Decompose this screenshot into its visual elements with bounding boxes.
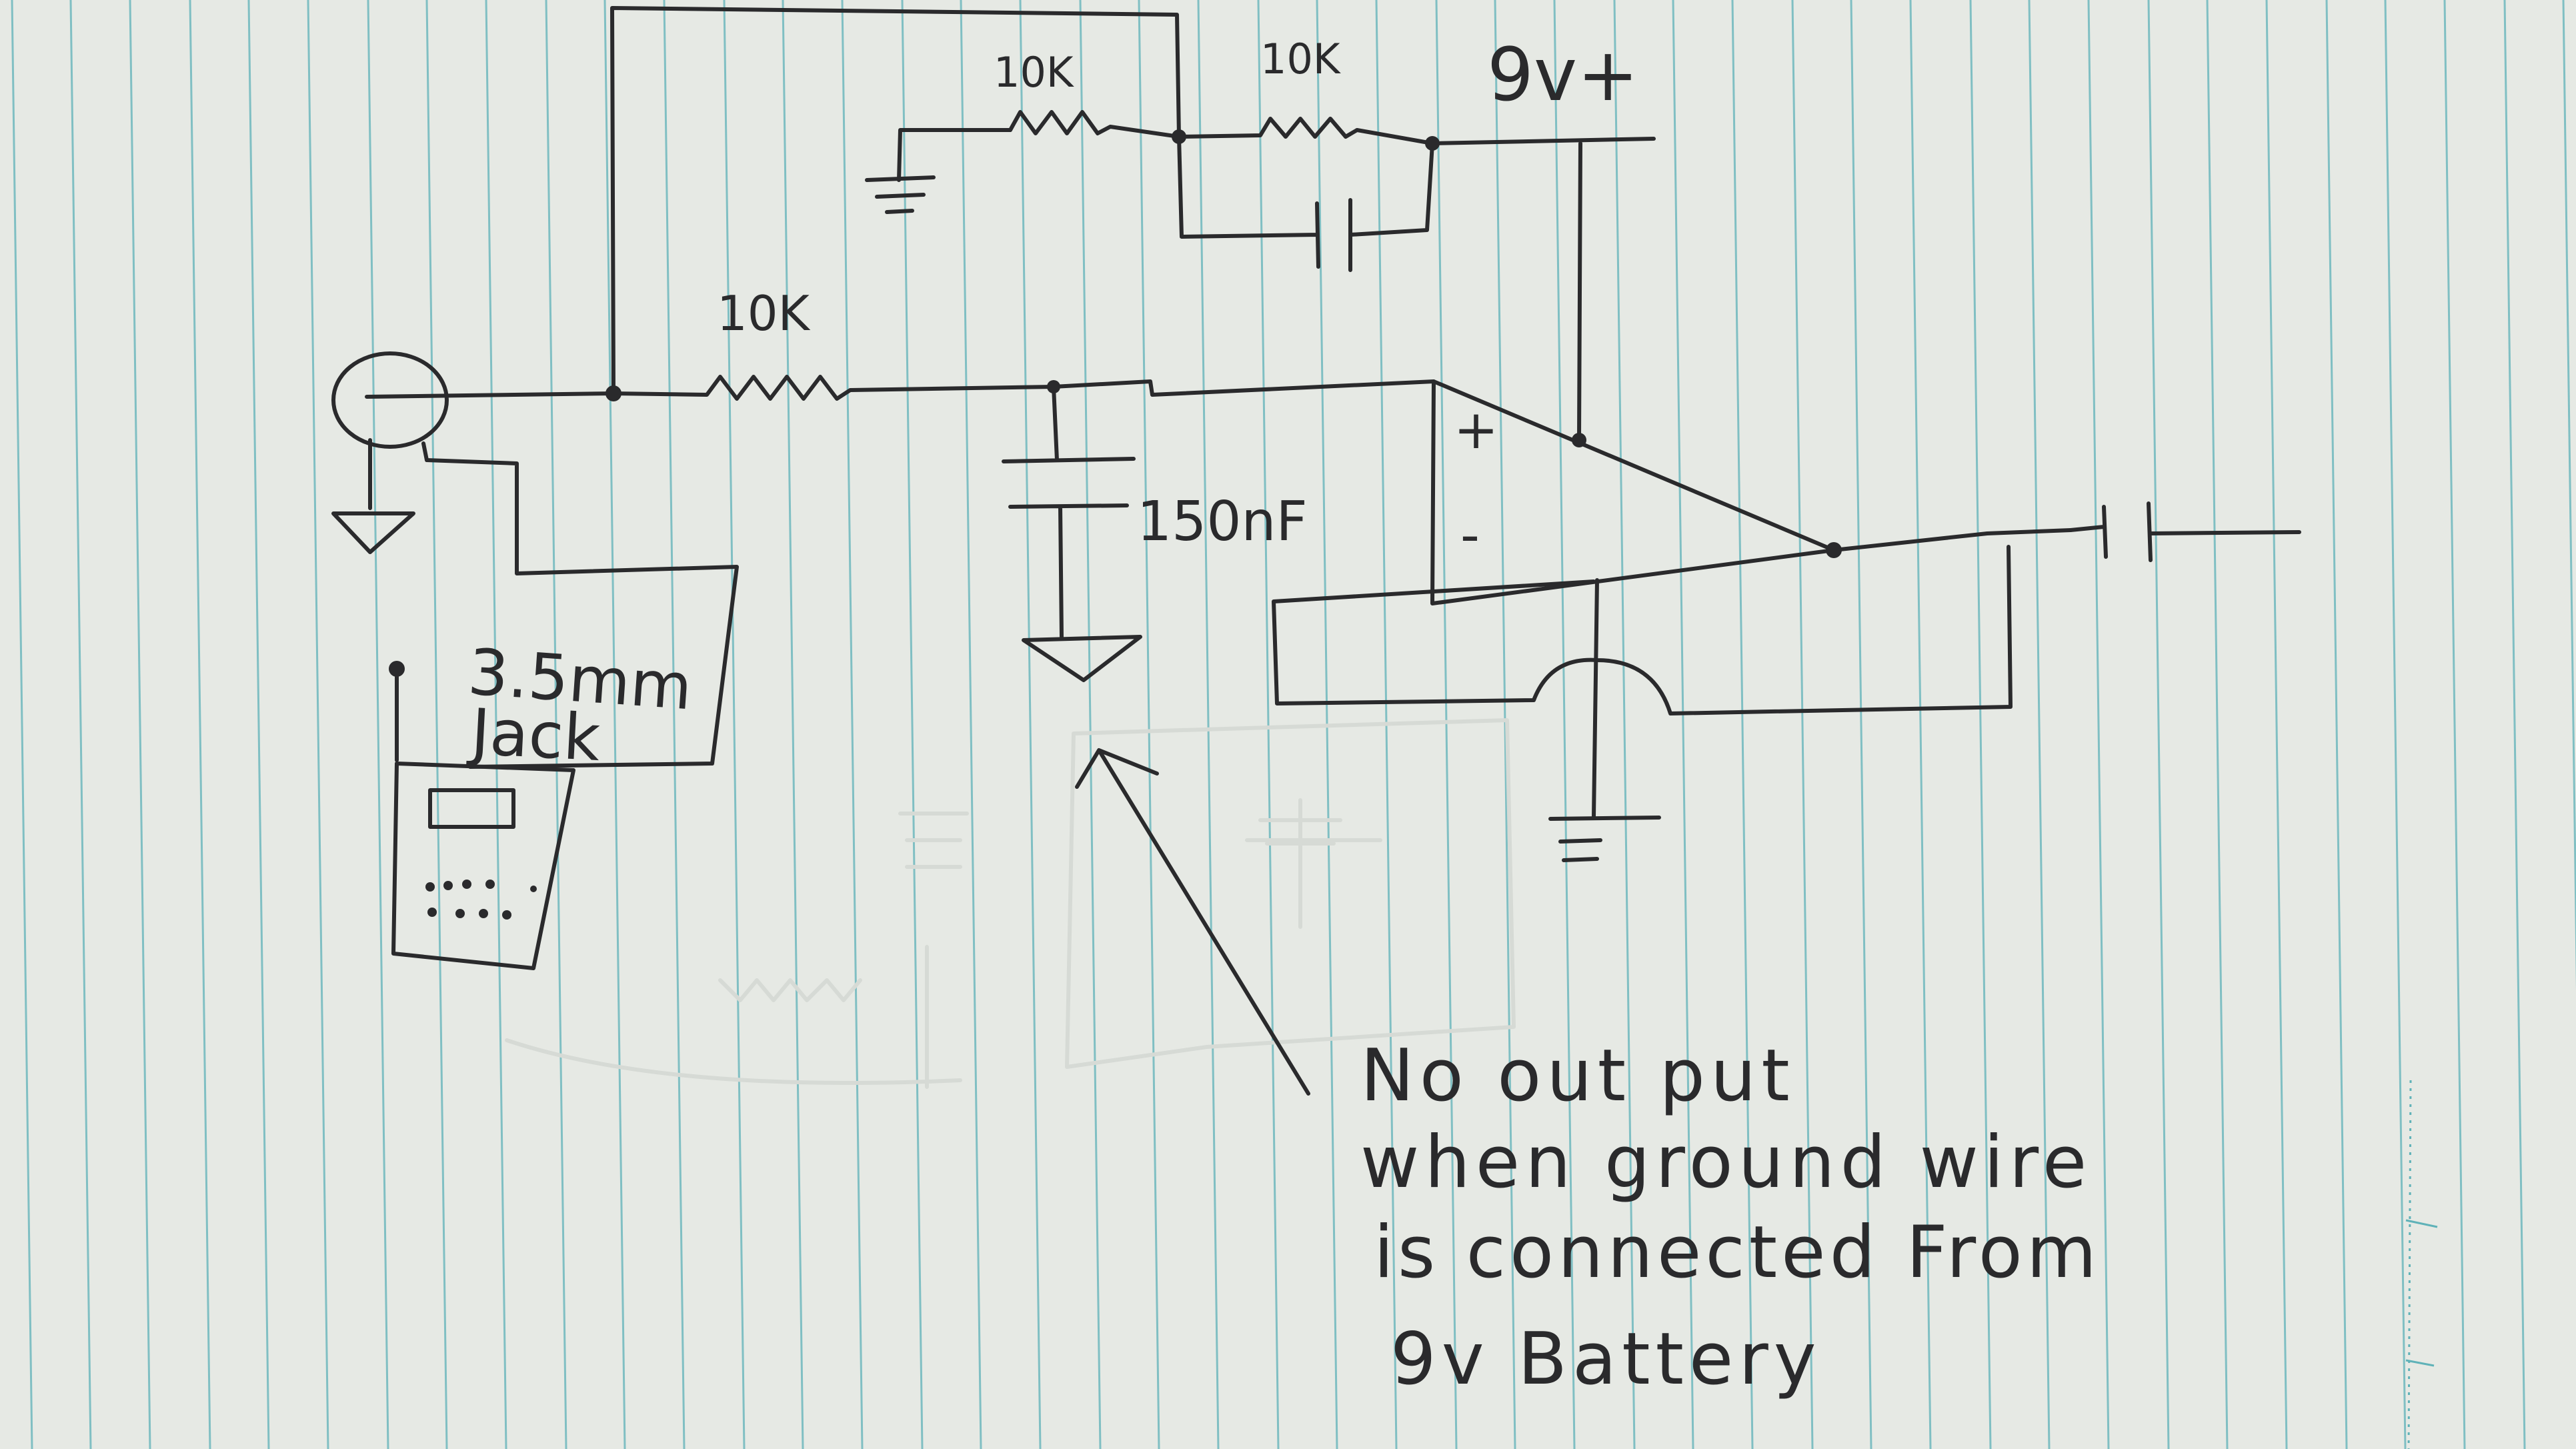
- rule-line: [841, 0, 864, 1449]
- rule-line: [1969, 0, 1992, 1449]
- jack-sleeve-line: [421, 441, 739, 769]
- note-line-4: 9v Battery: [1390, 1318, 1822, 1401]
- junction-cap: [1047, 380, 1060, 393]
- label-r-top-left: 10K: [994, 48, 1074, 97]
- capacitor-parallel: [1177, 135, 1434, 272]
- junction-9v: [1425, 136, 1440, 151]
- rule-line: [2147, 0, 2170, 1449]
- audio-jack-plug: [331, 351, 449, 449]
- label-jack-line1: 3.5mm: [465, 635, 694, 724]
- opamp-ground-wire: [1592, 578, 1599, 819]
- rule-line: [2503, 0, 2526, 1449]
- rule-line: [2384, 0, 2407, 1449]
- opamp-triangle: [1430, 379, 1836, 605]
- rule-line: [11, 0, 33, 1449]
- rule-line: [2206, 0, 2229, 1449]
- margin-mark: [2405, 1080, 2438, 1449]
- rule-line: [545, 0, 567, 1449]
- annotation-arrow: [1075, 748, 1310, 1096]
- label-supply: 9v+: [1487, 32, 1638, 117]
- rule-line: [1494, 0, 1516, 1449]
- rule-line: [69, 0, 92, 1449]
- rule-line: [782, 0, 804, 1449]
- rule-line: [129, 0, 151, 1449]
- feedback-wire: [610, 6, 1181, 395]
- notebook-ruling: [11, 0, 2576, 1449]
- rule-line: [367, 0, 389, 1449]
- ground-triangle-middle: [1022, 635, 1142, 682]
- rule-line: [663, 0, 686, 1449]
- faint-impressions: [505, 718, 1516, 1089]
- rule-line: [1435, 0, 1458, 1449]
- output-capacitor: [2069, 501, 2301, 562]
- rule-line: [1197, 0, 1220, 1449]
- rule-line: [1079, 0, 1102, 1449]
- junction-supply: [1572, 433, 1586, 447]
- rule-line: [1909, 0, 1932, 1449]
- resistor-input: [611, 375, 1056, 401]
- rule-line: [1553, 0, 1576, 1449]
- jack-tip-line: [365, 391, 615, 399]
- rule-line: [1731, 0, 1754, 1449]
- opamp-plus-wire: [1052, 379, 1436, 397]
- supply-rail: [1430, 137, 1656, 145]
- note-line-2: when ground wire: [1360, 1121, 2092, 1204]
- rule-line: [1257, 0, 1280, 1449]
- ground-triangle-left: [331, 511, 415, 554]
- resistor-top-left: [1008, 110, 1181, 139]
- rule-line: [1019, 0, 1042, 1449]
- note-line-1: No out put: [1360, 1034, 1795, 1118]
- rule-line: [723, 0, 746, 1449]
- rule-line: [1672, 0, 1694, 1449]
- rule-line: [2087, 0, 2110, 1449]
- rule-line: [1138, 0, 1160, 1449]
- resistor-top-right: [1177, 117, 1434, 145]
- ground-symbol-top: [865, 175, 936, 214]
- output-wire: [1832, 528, 2073, 552]
- label-cap-value: 150nF: [1137, 490, 1308, 553]
- rule-line: [2562, 0, 2576, 990]
- label-opamp-minus: -: [1460, 504, 1480, 566]
- junction-top: [1172, 129, 1186, 144]
- rule-line: [1613, 0, 1636, 1449]
- rule-line: [485, 0, 507, 1449]
- rule-line: [603, 0, 626, 1449]
- ground-wire-top: [897, 128, 1012, 182]
- rule-line: [901, 0, 924, 1449]
- rule-line: [1791, 0, 1814, 1449]
- capacitor-150nf: [1002, 385, 1136, 639]
- labels: 10K 10K 9v+ 10K 150nF + - 3.5mm Jack: [465, 32, 1638, 776]
- annotation-note: No out put when ground wire is connected…: [1360, 1034, 2101, 1401]
- rule-line: [247, 0, 270, 1449]
- rule-line: [2028, 0, 2051, 1449]
- rule-line: [189, 0, 211, 1449]
- rule-line: [2325, 0, 2348, 1449]
- label-opamp-plus: +: [1454, 399, 1498, 461]
- rule-line: [307, 0, 329, 1449]
- ground-symbol-bottom: [1548, 816, 1661, 862]
- circuit: [331, 6, 2301, 1096]
- rule-line: [1850, 0, 1872, 1449]
- supply-to-opamp: [1577, 141, 1582, 442]
- phone-device: [389, 661, 575, 970]
- junction-output: [1826, 542, 1842, 558]
- label-jack-line2: Jack: [466, 695, 602, 776]
- label-r-top-right: 10K: [1260, 35, 1341, 83]
- label-r-input: 10K: [717, 285, 811, 341]
- rule-line: [960, 0, 982, 1449]
- junction-input: [605, 385, 621, 401]
- rule-line: [2443, 0, 2466, 1449]
- rule-line: [425, 0, 448, 1449]
- note-line-3: is connected From: [1374, 1211, 2101, 1294]
- rule-line: [2265, 0, 2288, 1449]
